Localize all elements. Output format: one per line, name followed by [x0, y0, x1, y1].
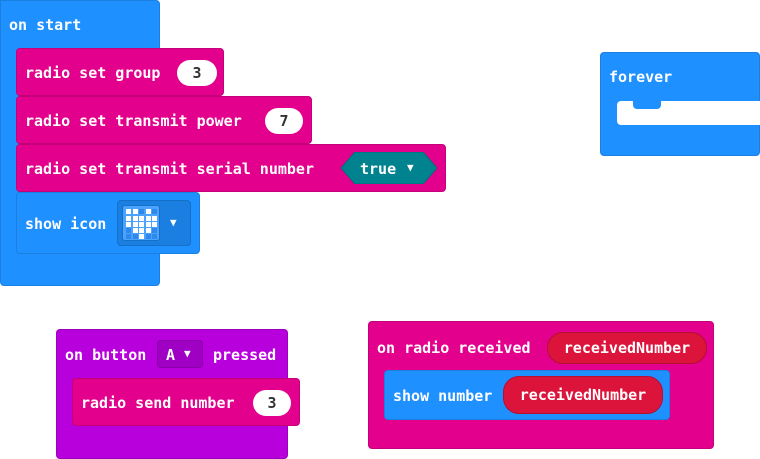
- chevron-down-icon: ▼: [184, 347, 191, 360]
- show-number-label: show number: [393, 387, 493, 405]
- button-dropdown[interactable]: A ▼: [157, 340, 203, 368]
- on-button-prefix: on button: [65, 346, 147, 364]
- radio-group-value[interactable]: 3: [177, 60, 217, 86]
- radio-send-number-label: radio send number: [81, 394, 235, 412]
- on-start-title: on start: [9, 16, 82, 34]
- on-start-end-notch: [33, 263, 61, 271]
- forever-slot-notch: [633, 101, 661, 109]
- radio-set-transmit-power-label: radio set transmit power: [25, 112, 242, 130]
- show-number-block[interactable]: show number receivedNumber: [384, 370, 670, 420]
- boolean-dropdown[interactable]: [341, 152, 437, 184]
- show-number-value[interactable]: receivedNumber: [503, 376, 663, 414]
- radio-send-number-block[interactable]: radio send number 3: [72, 378, 300, 426]
- forever-title: forever: [609, 68, 673, 86]
- radio-set-group-block[interactable]: radio set group 3: [16, 48, 224, 96]
- radio-set-transmit-serial-block[interactable]: radio set transmit serial number true ▼: [16, 144, 446, 192]
- radio-set-transmit-serial-label: radio set transmit serial number: [25, 160, 314, 178]
- heart-icon: [122, 205, 160, 241]
- button-value: A: [166, 346, 176, 364]
- chevron-down-icon: ▼: [407, 161, 414, 174]
- send-number-value[interactable]: 3: [253, 390, 291, 416]
- transmit-power-value[interactable]: 7: [265, 108, 303, 134]
- radio-set-transmit-power-block[interactable]: radio set transmit power 7: [16, 96, 312, 144]
- boolean-value: true: [360, 160, 397, 178]
- forever-block[interactable]: forever: [600, 52, 760, 156]
- on-button-suffix: pressed: [213, 346, 277, 364]
- show-icon-block[interactable]: show icon ▼: [16, 192, 200, 254]
- on-radio-received-title: on radio received: [377, 339, 531, 357]
- show-icon-label: show icon: [25, 215, 107, 233]
- chevron-down-icon: ▼: [170, 216, 177, 229]
- received-number-param[interactable]: receivedNumber: [547, 332, 707, 364]
- icon-picker[interactable]: ▼: [117, 200, 191, 246]
- radio-set-group-label: radio set group: [25, 64, 161, 82]
